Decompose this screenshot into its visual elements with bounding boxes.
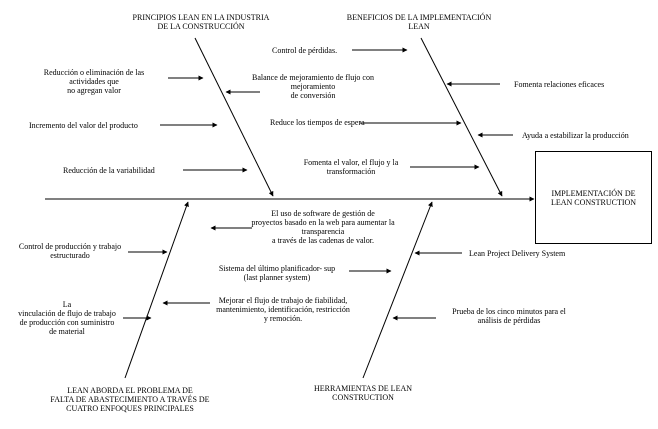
cause-problema-5: Mejorar el flujo de trabajo de fiabilida… xyxy=(216,296,350,323)
cause-beneficios-2: Fomenta relaciones eficaces xyxy=(514,80,605,89)
cause-herramientas-1: Lean Project Delivery System xyxy=(469,249,566,258)
cause-beneficios-3: Reduce los tiempos de espera xyxy=(270,118,365,127)
cause-problema-1: El uso de software de gestión de proyect… xyxy=(251,209,395,245)
cause-problema-2: Control de producción y trabajo estructu… xyxy=(18,242,122,260)
branch-herramientas xyxy=(362,201,433,379)
effect-label: IMPLEMENTACIÓN DE LEAN CONSTRUCTION xyxy=(550,188,637,207)
cause-herramientas-2: Prueba de los cinco minutos para el anál… xyxy=(452,307,566,325)
category-herramientas: HERRAMIENTAS DE LEAN CONSTRUCTION xyxy=(313,384,413,402)
cause-beneficios-1: Control de pérdidas. xyxy=(272,46,338,55)
cause-beneficios-5: Fomenta el valor, el flujo y la transfor… xyxy=(303,158,399,176)
cause-principios-1: Reducción o eliminación de las actividad… xyxy=(43,68,145,95)
category-problema: LEAN ABORDA EL PROBLEMA DE FALTA DE ABAS… xyxy=(50,386,210,413)
branch-principios xyxy=(194,37,274,197)
branch-problema xyxy=(124,201,189,379)
effect-box: IMPLEMENTACIÓN DE LEAN CONSTRUCTION xyxy=(535,151,652,244)
category-beneficios: BENEFICIOS DE LA IMPLEMENTACIÓN LEAN xyxy=(346,13,492,31)
cause-problema-3: Sistema del último planificador- sup (la… xyxy=(218,264,336,282)
category-principios: PRINCIPIOS LEAN EN LA INDUSTRIA DE LA CO… xyxy=(132,13,270,31)
cause-principios-3: Incremento del valor del producto xyxy=(29,121,138,130)
cause-principios-2: Balance de mejoramiento de flujo con mej… xyxy=(252,73,374,100)
cause-principios-4: Reducción de la variabilidad xyxy=(63,166,155,175)
cause-beneficios-4: Ayuda a estabilizar la producción xyxy=(522,131,629,140)
branch-beneficios xyxy=(420,37,503,197)
cause-problema-4: La vinculación de flujo de trabajo de pr… xyxy=(18,300,116,336)
